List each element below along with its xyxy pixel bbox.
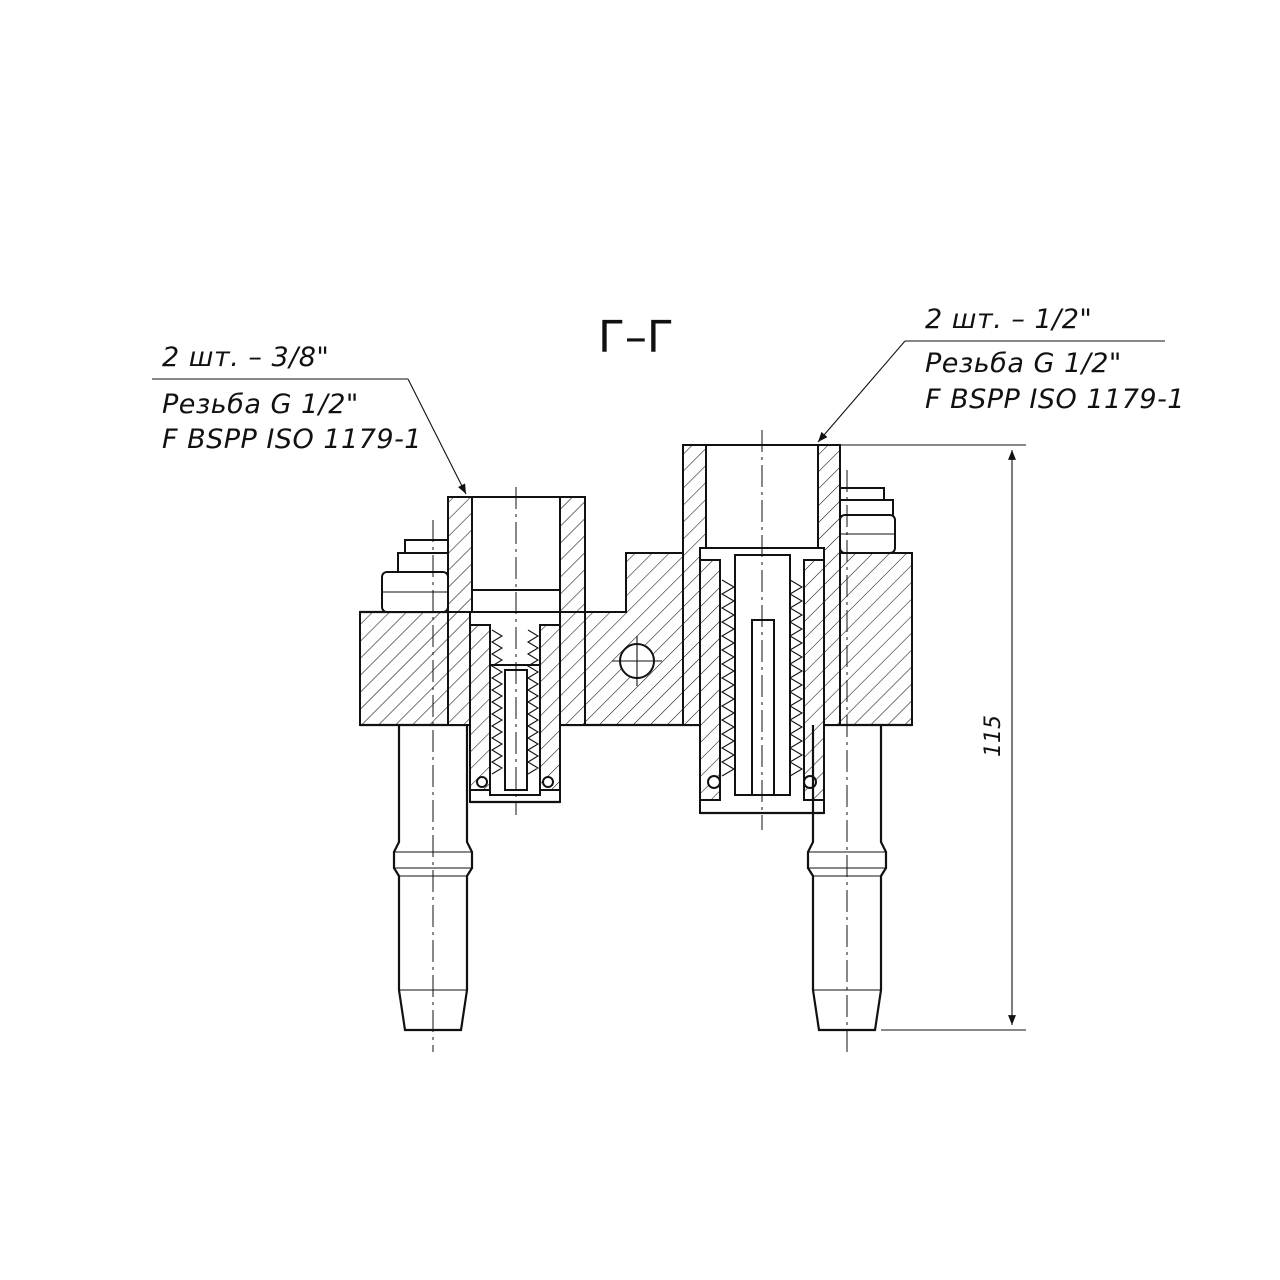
right-nut: [839, 487, 896, 554]
right-quantity-label: 2 шт. – 1/2": [925, 304, 1092, 335]
right-coupling: [682, 444, 841, 815]
left-quantity-label: 2 шт. – 3/8": [162, 342, 329, 373]
height-dimension: 115: [840, 444, 1026, 1031]
section-title: Г–Г: [598, 312, 674, 363]
right-thread-line2: F BSPP ISO 1179-1: [925, 384, 1185, 415]
left-coupling: [447, 496, 586, 804]
left-callout: 2 шт. – 3/8" Резьба G 1/2" F BSPP ISO 11…: [152, 342, 467, 495]
left-thread-line2: F BSPP ISO 1179-1: [162, 424, 422, 455]
height-dimension-value: 115: [981, 715, 1006, 757]
left-nut: [381, 539, 449, 613]
right-thread-line1: Резьба G 1/2": [925, 348, 1122, 379]
left-thread-line1: Резьба G 1/2": [162, 389, 359, 420]
right-callout: 2 шт. – 1/2" Резьба G 1/2" F BSPP ISO 11…: [817, 304, 1185, 443]
